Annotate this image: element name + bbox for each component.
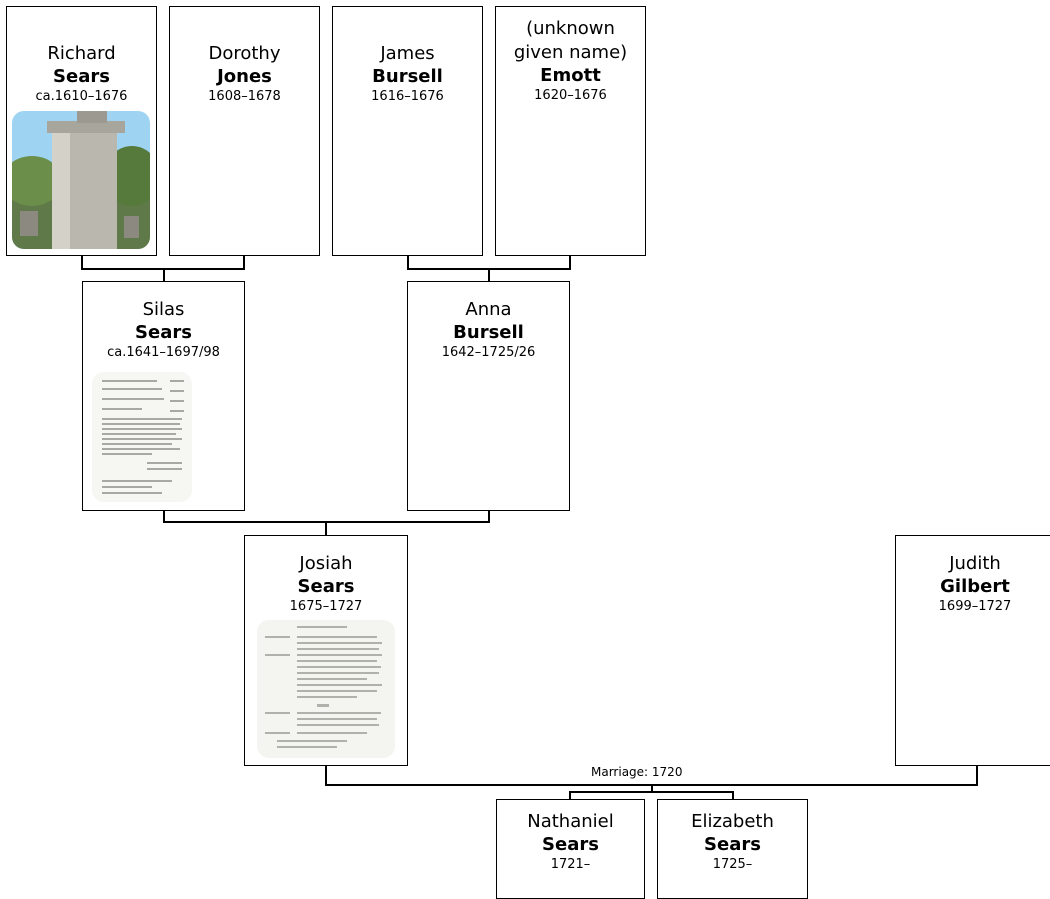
document-icon: [92, 372, 192, 502]
person-card-anna[interactable]: Anna Bursell 1642–1725/26: [407, 281, 570, 511]
life-dates: 1620–1676: [534, 88, 607, 103]
connector-line: [569, 255, 571, 269]
connector-line: [163, 510, 165, 522]
life-dates: 1699–1727: [938, 599, 1012, 614]
life-dates: ca.1641–1697/98: [107, 345, 220, 360]
person-card-dorothy[interactable]: Dorothy Jones 1608–1678: [169, 6, 320, 256]
connector-line: [488, 510, 490, 522]
connector-line: [81, 255, 83, 269]
document-photo[interactable]: [257, 620, 395, 758]
given-name: Dorothy: [208, 43, 281, 64]
connector-line: [163, 521, 490, 523]
connector-line: [407, 255, 409, 269]
person-card-emott[interactable]: (unknown given name) Emott 1620–1676: [495, 6, 646, 256]
grave-monument-photo[interactable]: [12, 111, 150, 249]
person-card-silas[interactable]: Silas Sears ca.1641–1697/98: [82, 281, 245, 511]
person-card-elizabeth[interactable]: Elizabeth Sears 1725–: [657, 799, 808, 899]
surname: Gilbert: [940, 576, 1010, 597]
connector-line: [976, 765, 978, 785]
surname: Sears: [135, 322, 192, 343]
connector-line: [732, 791, 734, 799]
connector-line: [325, 521, 327, 535]
life-dates: ca.1610–1676: [35, 89, 128, 104]
person-card-james[interactable]: James Bursell 1616–1676: [332, 6, 483, 256]
surname: Sears: [542, 834, 599, 855]
marriage-label: Marriage: 1720: [589, 765, 685, 779]
given-name: (unknown given name): [513, 18, 628, 63]
life-dates: 1642–1725/26: [441, 345, 536, 360]
monument-icon: [12, 111, 150, 249]
life-dates: 1675–1727: [289, 599, 363, 614]
person-card-nathaniel[interactable]: Nathaniel Sears 1721–: [496, 799, 645, 899]
connector-line: [163, 268, 165, 281]
connector-line: [569, 791, 734, 793]
life-dates: 1616–1676: [371, 89, 444, 104]
connector-line: [243, 255, 245, 269]
person-card-judith[interactable]: Judith Gilbert 1699–1727: [895, 535, 1050, 766]
document-photo[interactable]: [92, 372, 192, 502]
given-name: Nathaniel: [527, 811, 614, 832]
life-dates: 1725–: [712, 857, 753, 872]
connector-line: [651, 784, 653, 792]
surname: Jones: [217, 66, 272, 87]
life-dates: 1721–: [550, 857, 591, 872]
life-dates: 1608–1678: [208, 89, 281, 104]
given-name: James: [380, 43, 435, 64]
surname: Emott: [540, 65, 601, 86]
connector-line: [569, 791, 571, 799]
surname: Bursell: [372, 66, 443, 87]
surname: Bursell: [453, 322, 524, 343]
given-name: Silas: [142, 299, 185, 320]
connector-line: [488, 268, 490, 281]
surname: Sears: [53, 66, 110, 87]
given-name: Judith: [949, 553, 1001, 574]
person-card-richard[interactable]: Richard Sears ca.1610–1676: [6, 6, 157, 256]
person-card-josiah[interactable]: Josiah Sears 1675–1727: [244, 535, 408, 766]
given-name: Anna: [465, 299, 512, 320]
given-name: Josiah: [299, 553, 353, 574]
document-icon: [257, 620, 395, 758]
surname: Sears: [704, 834, 761, 855]
given-name: Richard: [47, 43, 116, 64]
connector-line: [325, 765, 327, 785]
given-name: Elizabeth: [691, 811, 774, 832]
surname: Sears: [297, 576, 355, 597]
